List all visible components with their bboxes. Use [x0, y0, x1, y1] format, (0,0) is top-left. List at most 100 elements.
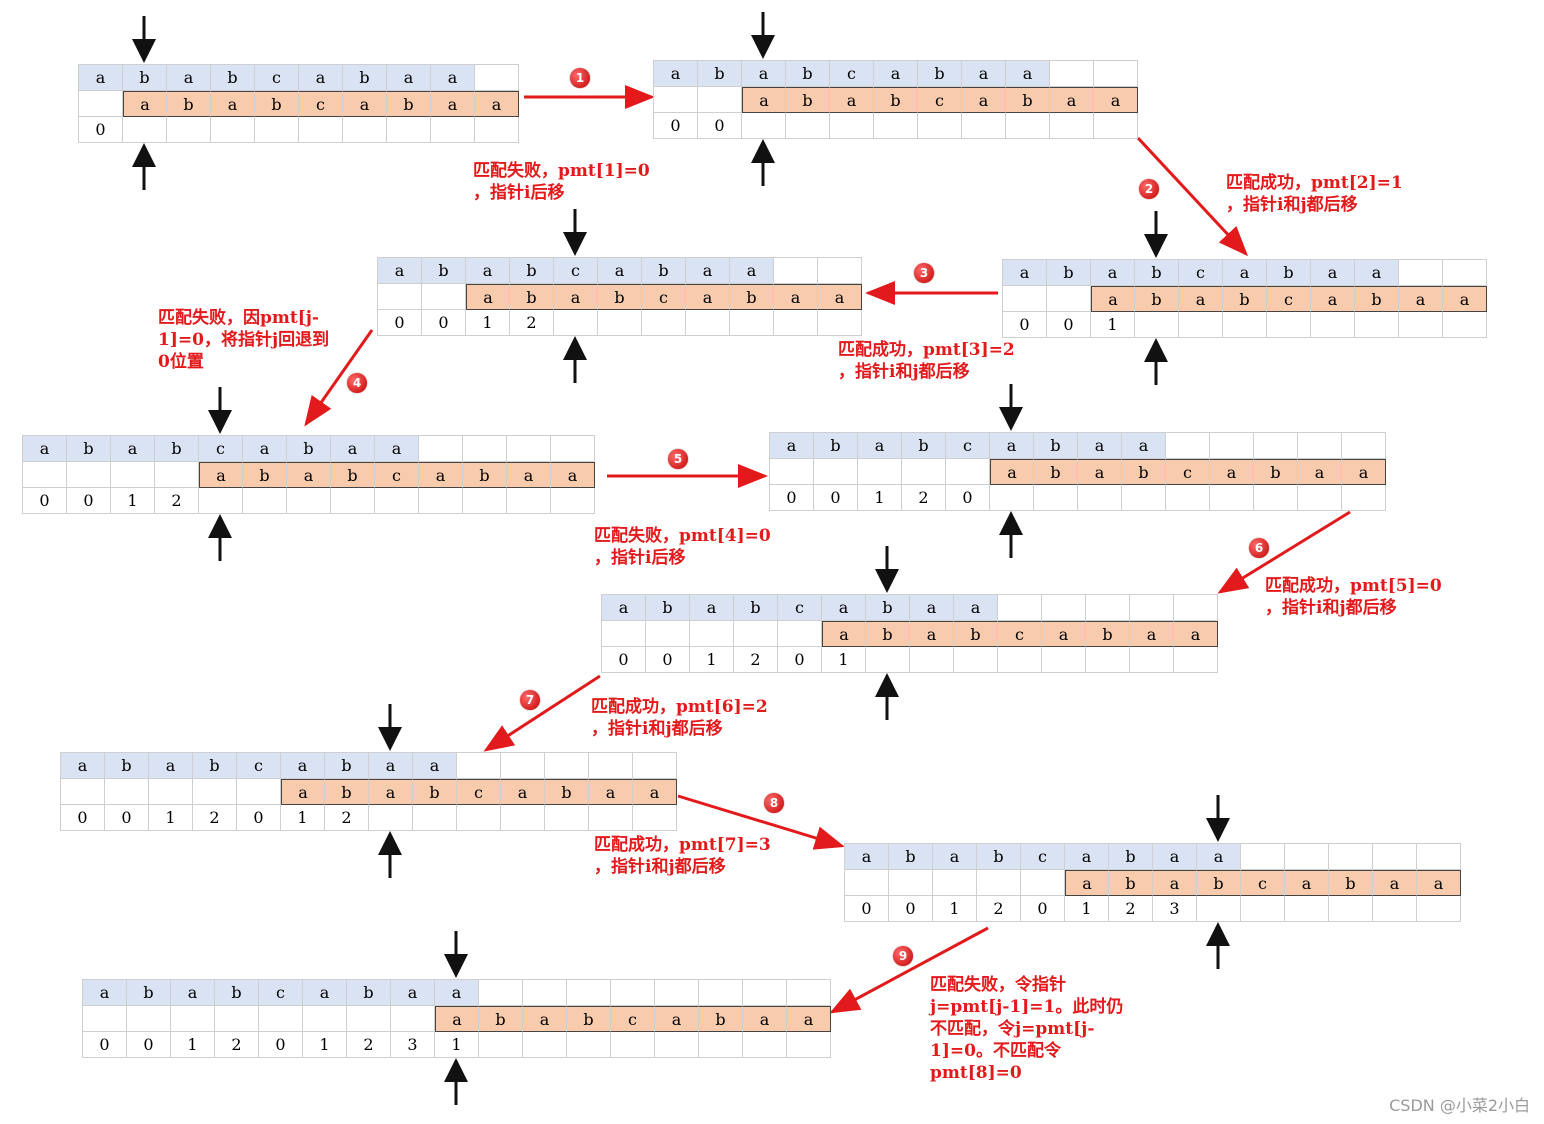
text-char-cell: a: [378, 258, 422, 284]
empty-cell: [1329, 844, 1373, 870]
step-number-badge: 9: [893, 946, 913, 966]
text-char-cell: a: [933, 844, 977, 870]
pattern-char-cell: b: [1034, 459, 1078, 485]
pattern-char-cell: b: [413, 779, 457, 805]
empty-cell: [1094, 113, 1138, 139]
step-number-badge: 8: [764, 793, 784, 813]
empty-cell: [1174, 647, 1218, 673]
empty-cell: [770, 459, 814, 485]
empty-cell: [954, 647, 998, 673]
empty-cell: [127, 1006, 171, 1032]
text-char-cell: a: [281, 753, 325, 779]
pmt-value-cell: 1: [171, 1032, 215, 1058]
empty-cell: [211, 117, 255, 143]
text-char-cell: b: [215, 980, 259, 1006]
transition-red-arrow-icon: [304, 329, 374, 427]
empty-cell: [774, 258, 818, 284]
text-char-cell: b: [343, 65, 387, 91]
empty-cell: [1342, 485, 1386, 511]
text-char-cell: c: [199, 436, 243, 462]
text-char-cell: a: [1122, 433, 1166, 459]
text-char-cell: b: [193, 753, 237, 779]
pmt-value-cell: 0: [770, 485, 814, 511]
empty-cell: [1094, 61, 1138, 87]
pattern-char-cell: b: [1197, 870, 1241, 896]
pmt-value-cell: 2: [977, 896, 1021, 922]
pattern-char-cell: b: [1355, 286, 1399, 312]
empty-cell: [786, 113, 830, 139]
empty-cell: [171, 1006, 215, 1032]
text-char-cell: a: [845, 844, 889, 870]
text-char-cell: a: [111, 436, 155, 462]
step-note: 匹配失败，因pmt[j- 1]=0，将指针j回退到 0位置: [158, 308, 330, 372]
empty-cell: [1047, 286, 1091, 312]
pattern-char-cell: c: [998, 621, 1042, 647]
text-char-cell: a: [79, 65, 123, 91]
empty-cell: [551, 436, 595, 462]
empty-cell: [933, 870, 977, 896]
text-char-cell: a: [686, 258, 730, 284]
empty-cell: [1166, 433, 1210, 459]
empty-cell: [463, 436, 507, 462]
pattern-char-cell: a: [1373, 870, 1417, 896]
pattern-char-cell: c: [611, 1006, 655, 1032]
empty-cell: [475, 65, 519, 91]
text-char-cell: b: [1267, 260, 1311, 286]
pattern-char-cell: b: [387, 91, 431, 117]
empty-cell: [1210, 433, 1254, 459]
empty-cell: [787, 1032, 831, 1058]
pattern-char-cell: a: [633, 779, 677, 805]
pmt-value-cell: 0: [61, 805, 105, 831]
pattern-char-cell: a: [466, 284, 510, 310]
empty-cell: [743, 980, 787, 1006]
text-char-cell: a: [858, 433, 902, 459]
empty-cell: [457, 805, 501, 831]
pattern-char-cell: a: [1050, 87, 1094, 113]
empty-cell: [1197, 896, 1241, 922]
pmt-value-cell: 2: [734, 647, 778, 673]
pattern-char-cell: a: [1179, 286, 1223, 312]
text-char-cell: a: [822, 595, 866, 621]
empty-cell: [874, 113, 918, 139]
empty-cell: [554, 310, 598, 336]
pattern-char-cell: c: [642, 284, 686, 310]
empty-cell: [743, 1032, 787, 1058]
pmt-value-cell: 1: [1091, 312, 1135, 338]
text-char-cell: b: [123, 65, 167, 91]
text-char-cell: b: [646, 595, 690, 621]
empty-cell: [998, 647, 1042, 673]
empty-cell: [589, 753, 633, 779]
step-note: 匹配失败，令指针 j=pmt[j-1]=1。此时仍 不匹配，令j=pmt[j- …: [930, 975, 1124, 1083]
empty-cell: [378, 284, 422, 310]
pattern-char-cell: b: [243, 462, 287, 488]
empty-cell: [598, 310, 642, 336]
empty-cell: [1355, 312, 1399, 338]
transition-red-arrow-icon: [677, 794, 845, 850]
text-char-cell: a: [149, 753, 193, 779]
pattern-char-cell: b: [874, 87, 918, 113]
empty-cell: [1179, 312, 1223, 338]
pattern-char-cell: a: [1174, 621, 1218, 647]
pmt-value-cell: 2: [347, 1032, 391, 1058]
pmt-value-cell: 0: [422, 310, 466, 336]
text-char-cell: b: [918, 61, 962, 87]
text-char-cell: a: [1311, 260, 1355, 286]
pattern-char-cell: a: [419, 462, 463, 488]
text-char-cell: a: [874, 61, 918, 87]
pmt-value-cell: 2: [510, 310, 554, 336]
text-char-cell: a: [375, 436, 419, 462]
step-note: 匹配失败，pmt[4]=0 ，指针i后移: [594, 526, 771, 568]
empty-cell: [123, 117, 167, 143]
text-char-cell: c: [1021, 844, 1065, 870]
pattern-char-cell: a: [1342, 459, 1386, 485]
empty-cell: [1298, 433, 1342, 459]
empty-cell: [611, 980, 655, 1006]
pmt-value-cell: 0: [237, 805, 281, 831]
text-char-cell: c: [255, 65, 299, 91]
empty-cell: [199, 488, 243, 514]
pmt-value-cell: 0: [845, 896, 889, 922]
